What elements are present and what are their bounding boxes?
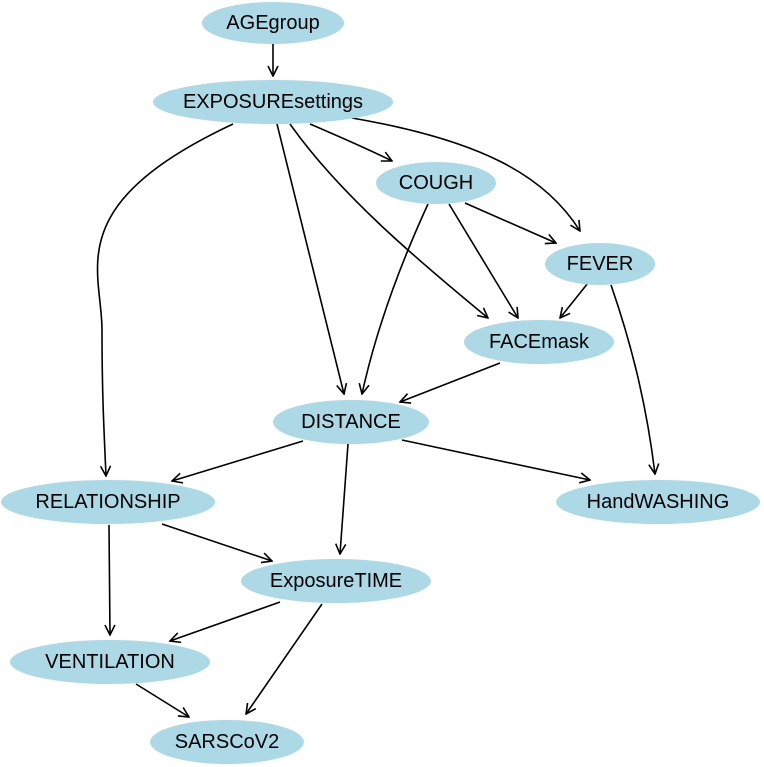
edge-facemask-distance	[400, 362, 501, 402]
edge-relationship-exposuretime	[161, 523, 272, 561]
node-label: FEVER	[567, 253, 634, 275]
node-label: FACEmask	[489, 331, 590, 353]
edge-ventilation-sarscov2	[135, 683, 189, 717]
node-handwashing[interactable]: HandWASHING	[556, 480, 760, 524]
node-ventilation[interactable]: VENTILATION	[10, 640, 210, 684]
node-label: VENTILATION	[45, 651, 175, 673]
edge-cough-facemask	[448, 203, 518, 318]
node-exposuresettings[interactable]: EXPOSUREsettings	[153, 80, 393, 124]
edge-distance-handwashing	[401, 439, 590, 480]
edge-fever-handwashing	[610, 284, 655, 474]
edge-exposuresettings-cough	[309, 123, 392, 161]
edge-exposuresettings-facemask	[289, 123, 488, 318]
node-label: DISTANCE	[301, 411, 401, 433]
node-facemask[interactable]: FACEmask	[464, 320, 614, 364]
node-cough[interactable]: COUGH	[376, 162, 496, 204]
edge-exposuresettings-relationship	[96, 123, 234, 476]
node-label: EXPOSUREsettings	[183, 91, 363, 113]
edges-layer	[96, 44, 655, 717]
edge-cough-distance	[362, 203, 429, 394]
edge-fever-facemask	[560, 282, 589, 318]
edge-cough-fever	[464, 202, 556, 243]
node-sarscov2[interactable]: SARSCoV2	[150, 720, 304, 764]
edge-distance-exposuretime	[340, 443, 349, 554]
node-label: SARSCoV2	[175, 731, 280, 753]
node-agegroup[interactable]: AGEgroup	[202, 2, 344, 44]
edge-exposuretime-sarscov2	[246, 603, 323, 714]
edge-distance-relationship	[172, 440, 304, 481]
edge-exposuresettings-fever	[351, 117, 580, 231]
edge-exposuretime-ventilation	[170, 601, 281, 641]
edge-relationship-ventilation	[109, 524, 110, 635]
node-label: RELATIONSHIP	[35, 491, 180, 513]
node-label: COUGH	[399, 172, 473, 194]
node-distance[interactable]: DISTANCE	[273, 400, 429, 444]
node-exposuretime[interactable]: ExposureTIME	[241, 559, 431, 603]
node-label: HandWASHING	[587, 491, 730, 513]
node-fever[interactable]: FEVER	[545, 243, 655, 285]
node-relationship[interactable]: RELATIONSHIP	[1, 480, 215, 524]
node-label: ExposureTIME	[270, 570, 402, 592]
edge-exposuresettings-distance	[276, 123, 344, 394]
node-label: AGEgroup	[226, 12, 319, 34]
